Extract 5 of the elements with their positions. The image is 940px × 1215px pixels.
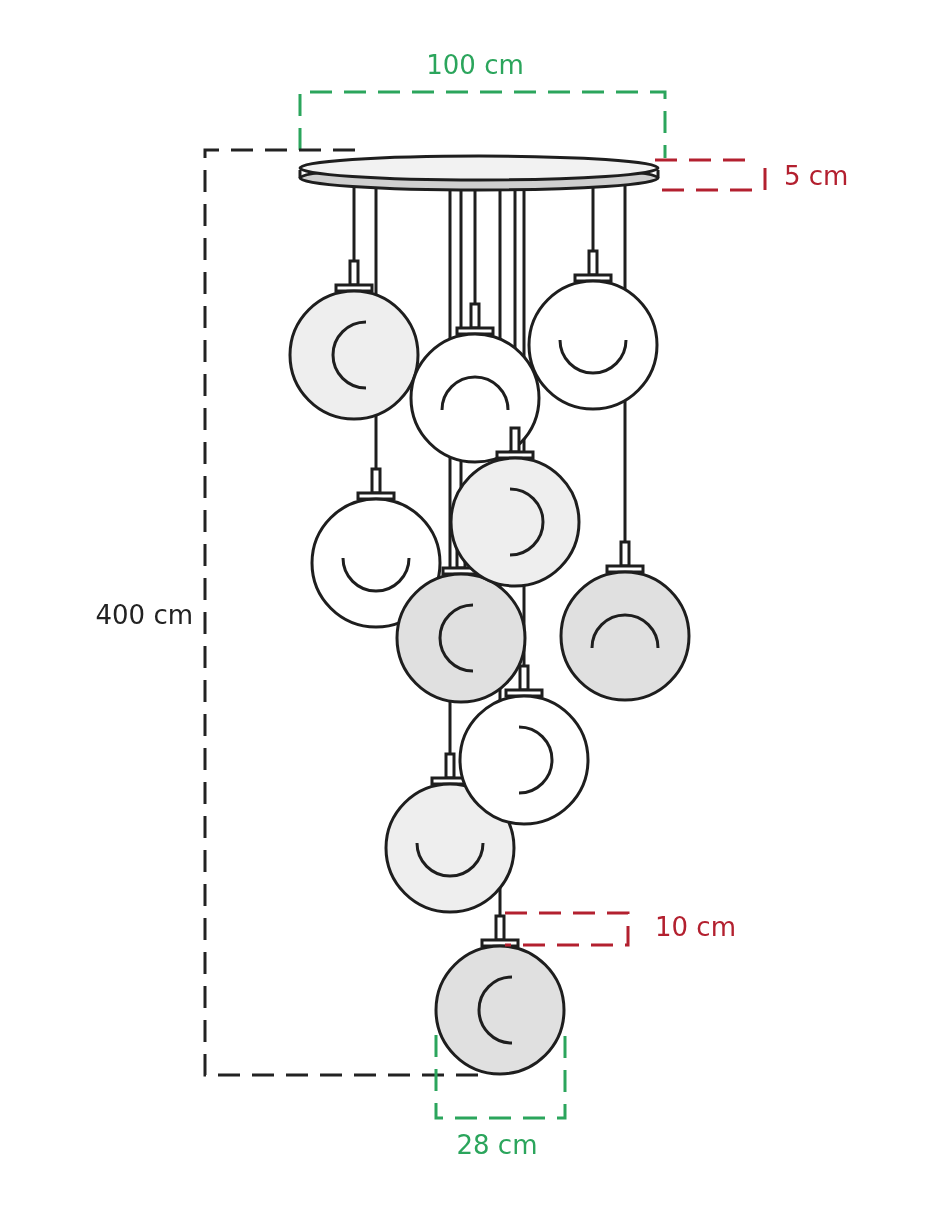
dimension-label: 5 cm bbox=[784, 163, 849, 189]
dimension-label: 10 cm bbox=[655, 914, 736, 940]
dimension-label: 100 cm bbox=[426, 52, 524, 78]
dimension-label: 28 cm bbox=[456, 1132, 538, 1158]
dimension-label: 400 cm bbox=[95, 602, 193, 628]
